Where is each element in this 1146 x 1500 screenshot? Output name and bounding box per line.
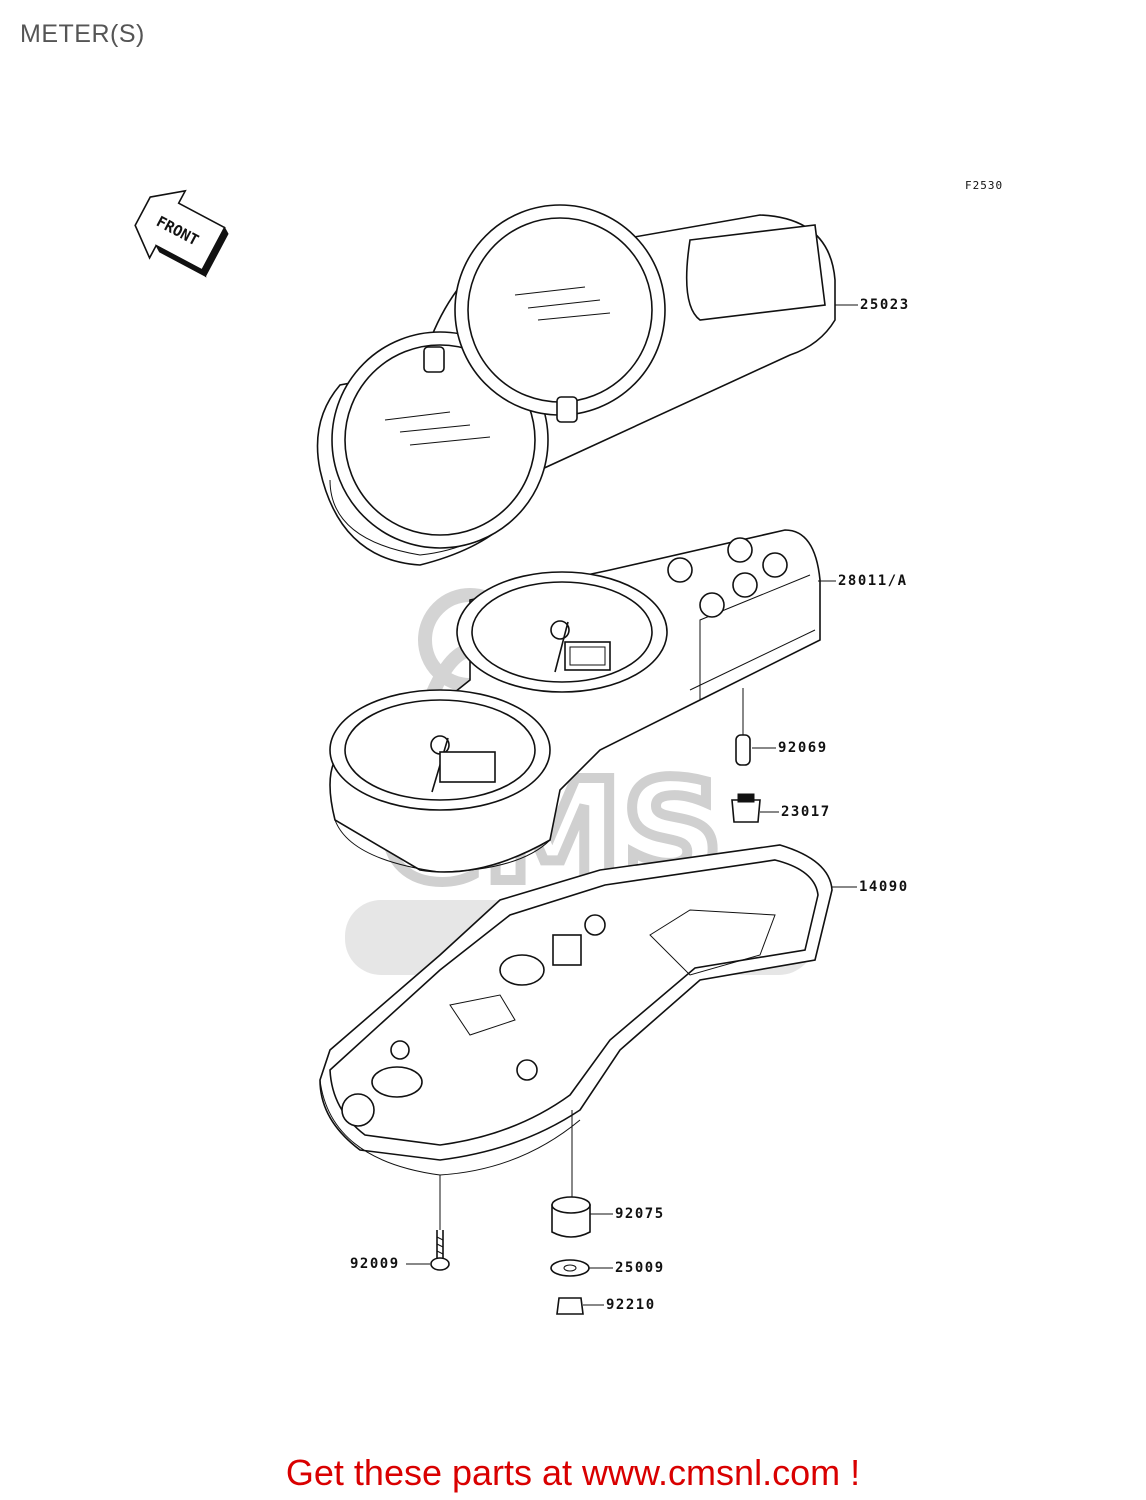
promo-link[interactable]: Get these parts at www.cmsnl.com ! [285, 1452, 861, 1493]
page-title: METER(S) [20, 20, 145, 48]
small-hardware [430, 1110, 591, 1315]
part-label-92075: 92075 [615, 1206, 665, 1222]
part-label-28011a: 28011/A [838, 573, 908, 589]
socket-23017 [731, 793, 761, 823]
meter-cover-25023 [316, 204, 836, 566]
part-label-25009: 25009 [615, 1260, 665, 1276]
part-label-23017: 23017 [781, 804, 831, 820]
meter-assembly-28011a [329, 529, 821, 873]
meter-case-14090 [319, 844, 833, 1176]
part-label-92069: 92069 [778, 740, 828, 756]
part-label-92210: 92210 [606, 1297, 656, 1313]
figure-code: F2530 [965, 179, 1004, 192]
part-label-25023: 25023 [860, 297, 910, 313]
front-arrow-icon: FRONT [134, 189, 229, 278]
part-label-14090: 14090 [859, 879, 909, 895]
part-label-92009: 92009 [350, 1256, 400, 1272]
leader-lines [406, 304, 858, 1306]
bulb-92069 [735, 688, 751, 766]
